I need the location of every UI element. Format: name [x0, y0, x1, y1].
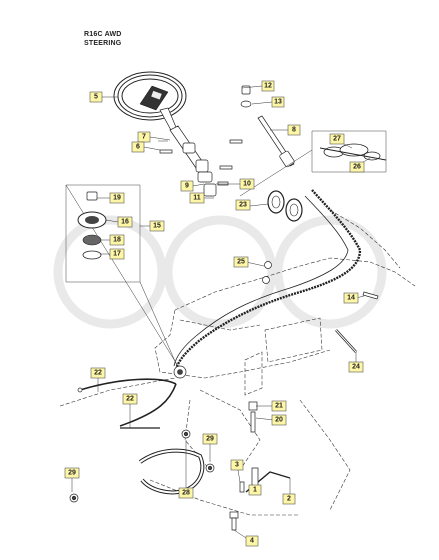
column-shaft — [240, 85, 295, 168]
callout-25[interactable]: 25 — [233, 256, 249, 268]
callout-label: 18 — [113, 237, 121, 244]
callout-20[interactable]: 20 — [271, 414, 287, 426]
spindle-parts — [229, 467, 291, 531]
callout-12[interactable]: 12 — [261, 80, 275, 92]
callout-label: 20 — [275, 417, 283, 424]
watermark-logo — [53, 215, 387, 329]
callout-6[interactable]: 6 — [131, 141, 145, 153]
callout-label: 21 — [275, 403, 283, 410]
steering-wheel — [113, 71, 187, 133]
callout-4[interactable]: 4 — [245, 535, 259, 547]
callout-label: 12 — [264, 83, 272, 90]
callout-label: 9 — [185, 183, 189, 190]
callout-1[interactable]: 1 — [248, 484, 262, 496]
callout-label: 23 — [239, 202, 247, 209]
callout-10[interactable]: 10 — [239, 178, 255, 190]
callout-2[interactable]: 2 — [282, 493, 296, 505]
callout-label: 1 — [253, 487, 257, 494]
callout-28[interactable]: 28 — [178, 487, 194, 499]
callout-17[interactable]: 17 — [109, 248, 125, 260]
callout-label: 5 — [94, 94, 98, 101]
callout-label: 6 — [136, 144, 140, 151]
callout-8[interactable]: 8 — [287, 124, 301, 136]
callout-27[interactable]: 27 — [329, 133, 345, 145]
callout-22-lower[interactable]: 22 — [122, 393, 138, 405]
callout-11[interactable]: 11 — [189, 192, 205, 204]
callout-label: 29 — [68, 470, 76, 477]
callout-label: 11 — [193, 195, 201, 202]
chassis-frame — [59, 209, 416, 516]
callout-15[interactable]: 15 — [149, 220, 165, 232]
callout-22-upper[interactable]: 22 — [90, 367, 106, 379]
callout-23[interactable]: 23 — [235, 199, 251, 211]
steering-chain — [173, 189, 362, 371]
pinion-gears — [267, 190, 303, 222]
callout-label: 7 — [142, 134, 146, 141]
callout-label: 10 — [243, 181, 251, 188]
axle-bracket — [69, 429, 215, 503]
callout-label: 26 — [353, 164, 361, 171]
callout-label: 4 — [250, 538, 254, 545]
chain-fittings — [173, 261, 379, 379]
section-title: STEERING — [84, 40, 122, 47]
callout-label: 14 — [347, 295, 355, 302]
steering-shaft — [158, 125, 243, 197]
callout-label: 15 — [153, 223, 161, 230]
callout-13[interactable]: 13 — [271, 96, 285, 108]
callout-label: 25 — [237, 259, 245, 266]
callout-label: 24 — [352, 364, 360, 371]
callout-19[interactable]: 19 — [109, 192, 125, 204]
callout-26[interactable]: 26 — [349, 161, 365, 173]
callout-7[interactable]: 7 — [137, 131, 151, 143]
callout-24[interactable]: 24 — [348, 361, 364, 373]
callout-label: 28 — [182, 490, 190, 497]
callout-18[interactable]: 18 — [109, 234, 125, 246]
bolt-20-21 — [248, 401, 258, 433]
callout-29-right[interactable]: 29 — [202, 433, 218, 445]
callout-3[interactable]: 3 — [230, 459, 244, 471]
callout-label: 27 — [333, 136, 341, 143]
callout-14[interactable]: 14 — [343, 292, 359, 304]
callout-label: 3 — [235, 462, 239, 469]
callout-5[interactable]: 5 — [89, 91, 103, 103]
callout-16[interactable]: 16 — [117, 216, 133, 228]
callout-label: 2 — [287, 496, 291, 503]
callout-29-left[interactable]: 29 — [64, 467, 80, 479]
callout-label: 13 — [274, 99, 282, 106]
inset-box-bearing — [65, 184, 179, 369]
callout-label: 19 — [113, 195, 121, 202]
model-title: R16C AWD — [84, 31, 122, 38]
callout-label: 22 — [94, 370, 102, 377]
callout-label: 22 — [126, 396, 134, 403]
callout-label: 29 — [206, 436, 214, 443]
callout-label: 16 — [121, 219, 129, 226]
callout-9[interactable]: 9 — [180, 180, 194, 192]
tie-rod-24 — [335, 329, 357, 353]
callout-label: 8 — [292, 127, 296, 134]
callout-label: 17 — [113, 251, 121, 258]
callout-21[interactable]: 21 — [271, 400, 287, 412]
